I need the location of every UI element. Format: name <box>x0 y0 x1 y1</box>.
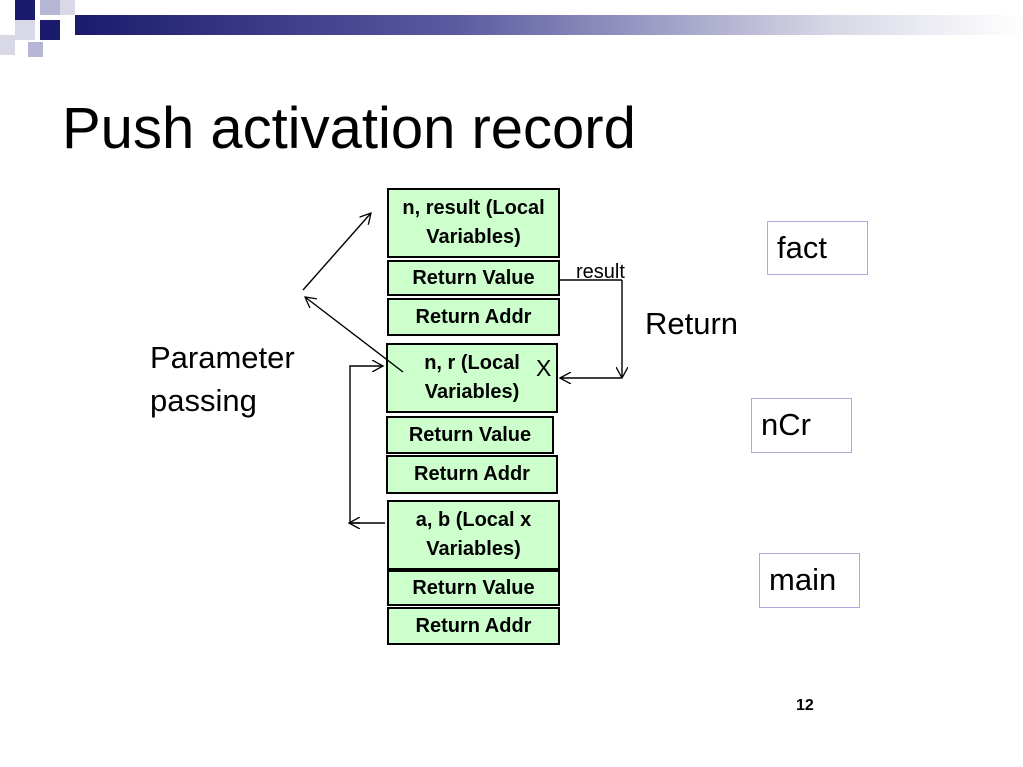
fact-locals-line1: n, result (Local <box>402 197 545 219</box>
return-label: Return <box>645 306 739 341</box>
x-mark: X <box>536 355 552 381</box>
main-function-label: main <box>759 553 860 608</box>
fact-function-label: fact <box>767 221 868 275</box>
fact-locals-line2: Variables) <box>426 226 521 248</box>
slide-title: Push activation record <box>62 96 636 161</box>
fact-return-value-box: Return Value <box>387 260 560 296</box>
main-locals-line1: a, b (Local x <box>415 509 532 531</box>
main-return-addr-box: Return Addr <box>387 607 560 645</box>
main-return-value-box: Return Value <box>387 570 560 606</box>
header-square <box>15 0 35 20</box>
param-passing-line1: Parameter <box>150 340 295 375</box>
ncr-locals-line2: Variables) <box>424 381 520 403</box>
header-square <box>0 35 15 55</box>
ncr-locals-box: n, r (Local Variables) <box>386 343 558 413</box>
header-square <box>60 0 75 15</box>
ncr-locals-line1: n, r (Local <box>424 352 520 374</box>
param-passing-line2: passing <box>150 383 257 418</box>
main-locals-line2: Variables) <box>426 538 521 560</box>
header-square <box>40 20 60 40</box>
fact-return-addr-box: Return Addr <box>387 298 560 336</box>
main-to-ncr-arrow <box>349 366 385 524</box>
page-number: 12 <box>796 697 814 714</box>
ncr-return-value-box: Return Value <box>386 416 554 454</box>
fact-locals-box: n, result (Local Variables) <box>387 188 560 258</box>
ncr-return-addr-box: Return Addr <box>386 455 558 494</box>
result-label: result <box>576 261 625 283</box>
main-locals-box: a, b (Local x Variables) <box>387 500 560 570</box>
ncr-function-label: nCr <box>751 398 852 453</box>
header-gradient-bar <box>75 15 1023 35</box>
param-arrow-up <box>302 213 371 291</box>
header-square <box>28 42 43 57</box>
header-square <box>40 0 60 15</box>
header-square <box>15 20 35 40</box>
param-arrow-down <box>305 297 404 373</box>
